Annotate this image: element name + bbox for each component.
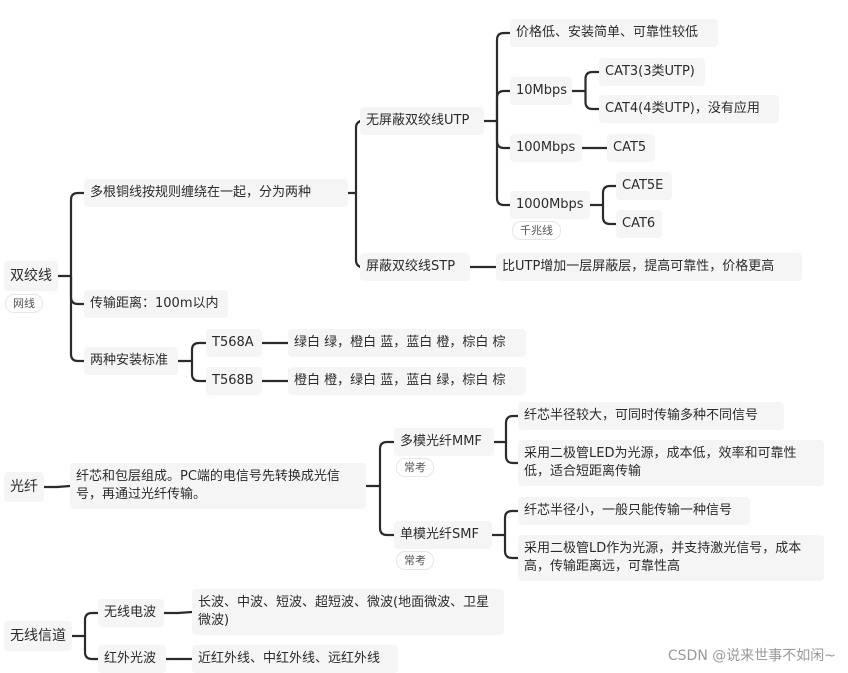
node-cat4[interactable]: CAT4(4类UTP)，没有应用 [599, 95, 779, 123]
tag-smf-frequently-tested: 常考 [396, 551, 434, 570]
watermark: CSDN @说来世事不如闲~ [667, 648, 836, 664]
node-t568b-sequence[interactable]: 橙白 橙，绿白 蓝，蓝白 绿，棕白 棕 [288, 367, 526, 395]
node-cat3[interactable]: CAT3(3类UTP) [599, 58, 705, 86]
node-mmf-light-source[interactable]: 采用二极管LED为光源，成本低，效率和可靠性低，适合短距离传输 [518, 440, 824, 486]
node-cat5e[interactable]: CAT5E [616, 172, 672, 200]
node-utp-price[interactable]: 价格低、安装简单、可靠性较低 [510, 19, 718, 47]
node-mmf-core[interactable]: 纤芯半径较大，可同时传输多种不同信号 [518, 402, 784, 430]
node-utp[interactable]: 无屏蔽双绞线UTP [360, 107, 484, 135]
tag-gigabit: 千兆线 [512, 221, 561, 240]
node-t568a-sequence[interactable]: 绿白 绿，橙白 蓝，蓝白 橙，棕白 棕 [288, 329, 526, 357]
node-copper-wires[interactable]: 多根铜线按规则缠绕在一起，分为两种 [84, 179, 348, 207]
node-distance[interactable]: 传输距离：100m以内 [84, 290, 228, 318]
node-fiber-description[interactable]: 纤芯和包层组成。PC端的电信号先转换成光信号，再通过光纤传输。 [70, 463, 366, 509]
node-cat6[interactable]: CAT6 [616, 210, 662, 238]
node-stp[interactable]: 屏蔽双绞线STP [360, 253, 470, 281]
node-1000mbps[interactable]: 1000Mbps [510, 191, 590, 219]
node-install-standards[interactable]: 两种安装标准 [84, 347, 178, 375]
node-cat5[interactable]: CAT5 [607, 134, 655, 162]
node-singlemode-fiber[interactable]: 单模光纤SMF [394, 521, 492, 549]
node-wireless-channel[interactable]: 无线信道 [4, 621, 72, 651]
node-t568b[interactable]: T568B [206, 367, 262, 395]
node-twisted-pair[interactable]: 双绞线 [4, 261, 58, 291]
node-100mbps[interactable]: 100Mbps [510, 134, 582, 162]
node-multimode-fiber[interactable]: 多模光纤MMF [394, 428, 494, 456]
node-radio-wave[interactable]: 无线电波 [98, 599, 164, 627]
node-t568a[interactable]: T568A [206, 329, 262, 357]
node-smf-light-source[interactable]: 采用二极管LD作为光源，并支持激光信号，成本高，传输距离远，可靠性高 [518, 535, 824, 581]
node-optical-fiber[interactable]: 光纤 [4, 472, 44, 502]
node-infrared-description[interactable]: 近红外线、中红外线、远红外线 [192, 645, 398, 673]
tag-mmf-frequently-tested: 常考 [396, 458, 434, 477]
node-smf-core[interactable]: 纤芯半径小，一般只能传输一种信号 [518, 497, 750, 525]
node-radio-description[interactable]: 长波、中波、短波、超短波、微波(地面微波、卫星微波) [192, 589, 504, 635]
tag-network-cable: 网线 [5, 294, 43, 313]
node-10mbps[interactable]: 10Mbps [510, 77, 572, 105]
node-infrared-wave[interactable]: 红外光波 [98, 645, 166, 673]
node-stp-description[interactable]: 比UTP增加一层屏蔽层，提高可靠性，价格更高 [496, 253, 802, 281]
